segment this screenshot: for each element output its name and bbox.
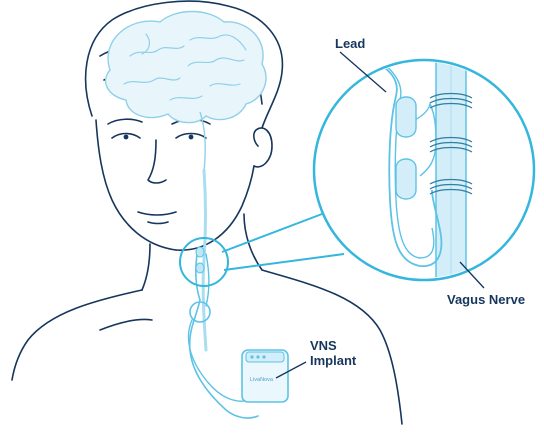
lead-to-implant [188,320,250,401]
zoom-circle [314,60,534,280]
nose [148,140,166,183]
neck-left [142,244,150,290]
clavicle-hint [100,319,152,330]
strain-relief-loop [190,302,210,322]
shoulder-left [12,290,142,380]
lead-label: Lead [335,36,365,51]
mouth [138,212,176,215]
pupil-left [124,135,129,140]
brain [106,12,266,173]
vns-label-line2: Implant [310,353,357,368]
implant-brand-text: LivaNova [250,377,274,383]
zoom-detail [314,40,534,300]
electrode-upper [396,97,416,137]
electrode-lower [396,159,416,199]
face-left [96,120,176,250]
vagus-nerve-label: Vagus Nerve [447,292,525,307]
zoom-connector-lines [222,214,344,270]
eyebrow-left [108,119,142,124]
pupil-right [189,135,194,140]
face-features [108,119,210,223]
neck-vagus-nerve [203,170,206,350]
jaw-right [176,166,254,250]
lead-wire-secondary [206,254,209,306]
ear [254,128,272,167]
lip-lower [148,222,168,224]
brain-shape [106,12,266,123]
vns-label-line1: VNS [310,338,337,353]
